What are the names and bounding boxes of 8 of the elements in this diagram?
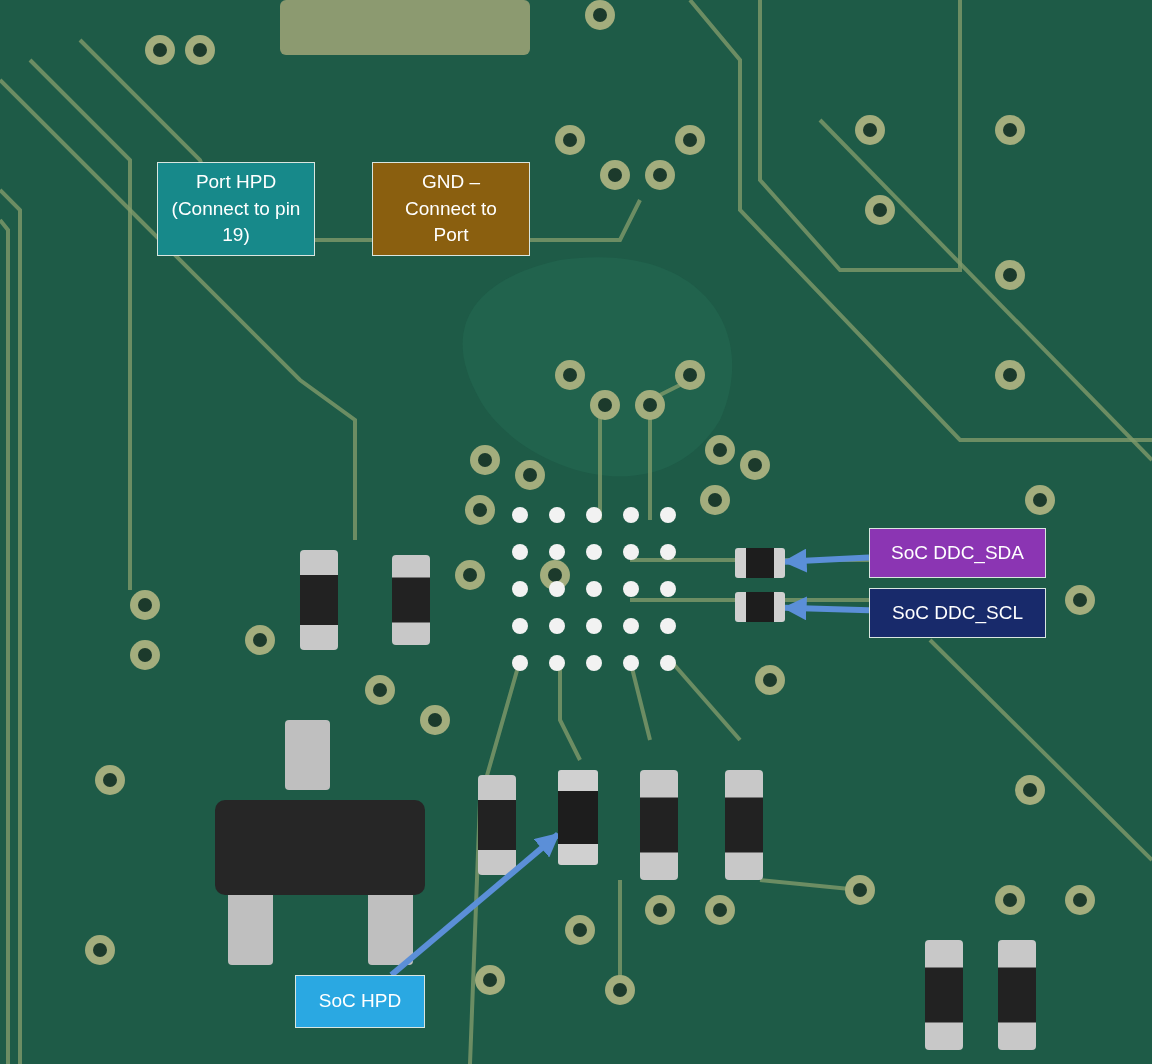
resistor: [735, 592, 785, 622]
callout-label: Port HPD (Connect to pin 19): [157, 162, 315, 256]
callout-label: SoC HPD: [295, 975, 425, 1028]
resistor: [558, 770, 598, 865]
callout-label: GND – Connect to Port: [372, 162, 530, 256]
callout-label: SoC DDC_SCL: [869, 588, 1046, 638]
resistor: [735, 548, 785, 578]
callout-label: SoC DDC_SDA: [869, 528, 1046, 578]
